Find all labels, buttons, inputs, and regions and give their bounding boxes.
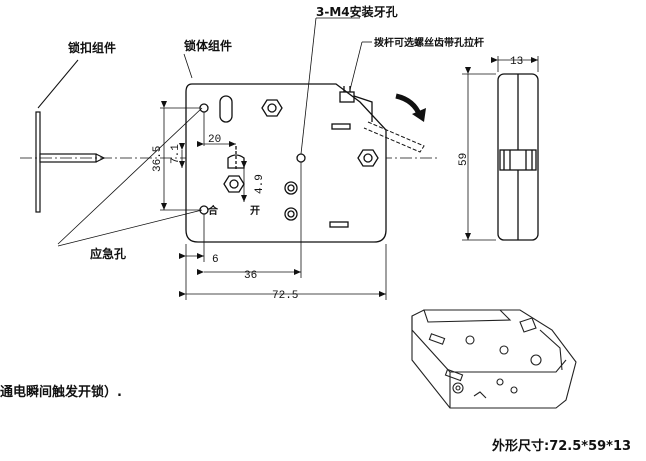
side-dimension-lines — [462, 56, 539, 241]
lock-3d-view — [411, 309, 577, 409]
label-lever-note: 拨杆可选螺丝齿带孔拉杆 — [374, 36, 484, 49]
dim-4-9: 4.9 — [254, 174, 266, 194]
dim-6: 6 — [212, 254, 219, 266]
caption-left: 通电瞬间触发开锁）. — [0, 384, 122, 400]
lock-catch-part — [35, 111, 106, 213]
lock-body-side-view — [497, 73, 539, 241]
dim-36: 36 — [244, 270, 257, 282]
dim-13: 13 — [510, 56, 523, 68]
rotation-arrow-head — [412, 108, 426, 122]
dim-20: 20 — [208, 134, 221, 146]
label-lock-body: 锁体组件 — [184, 38, 232, 53]
leader-lock-catch — [37, 59, 79, 109]
lock-body-front-view — [185, 83, 387, 243]
dim-7-1: 7.1 — [170, 144, 182, 164]
dim-72-5: 72.5 — [272, 290, 298, 302]
label-lock-catch: 锁扣组件 — [68, 40, 116, 55]
label-m4-holes: 3-M4安装牙孔 — [316, 4, 398, 19]
dim-59: 59 — [458, 153, 470, 166]
lever-outline — [363, 121, 425, 153]
caption-size: 外形尺寸:72.5*59*13 — [491, 438, 631, 454]
mark-close-label: 合 — [207, 204, 219, 217]
dim-36-5: 36.5 — [152, 146, 164, 172]
mark-open-label: 开 — [250, 205, 260, 217]
dimension-lines — [57, 17, 387, 300]
label-emergency-hole: 应急孔 — [90, 246, 126, 261]
